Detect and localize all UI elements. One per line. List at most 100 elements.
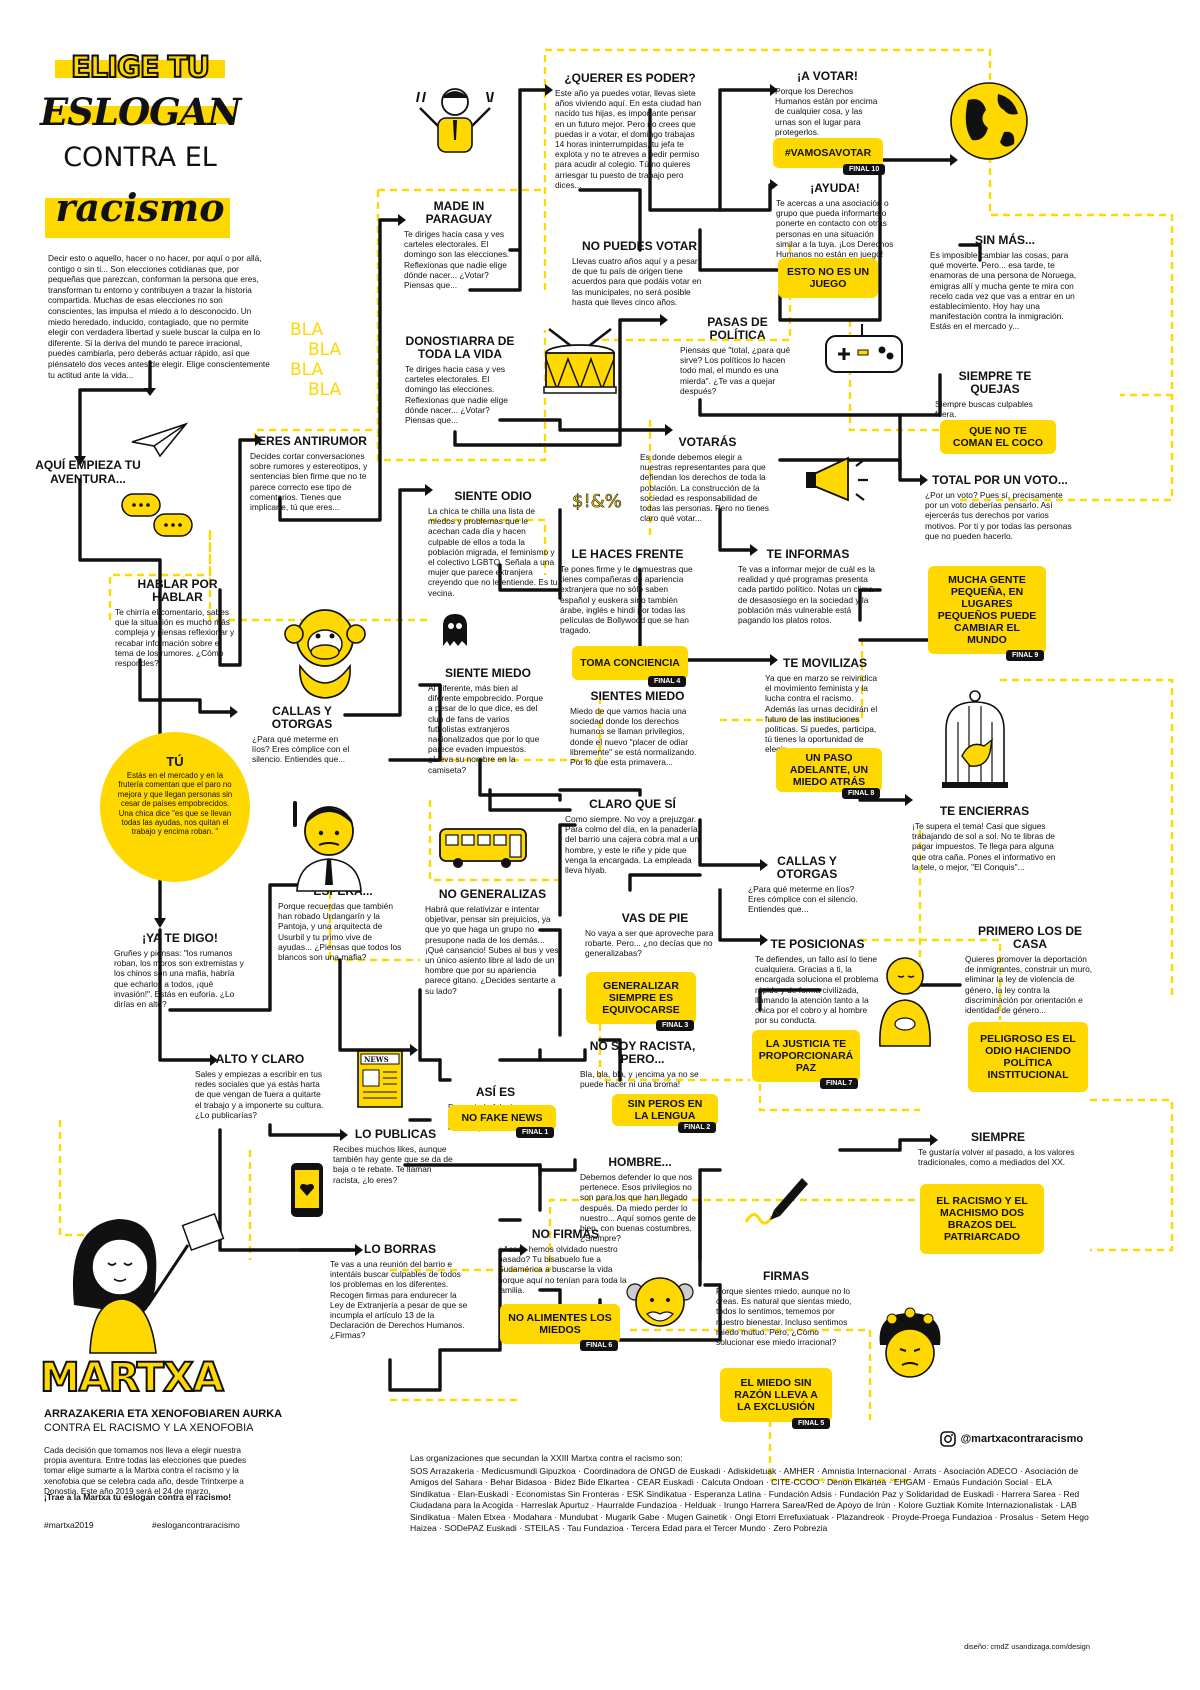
- node-body: Te acercas a una asociación o grupo que …: [776, 198, 894, 260]
- final-box-final-1[interactable]: NO FAKE NEWS: [448, 1105, 556, 1131]
- node-title: ASÍ ES: [475, 1085, 516, 1099]
- node-body: Porque sientes miedo, aunque no lo creas…: [716, 1286, 852, 1348]
- node-ya-te-digo[interactable]: ¡YA TE DIGO!Gruñes y piensas: "los ruman…: [114, 931, 246, 1010]
- node-title: ALTO Y CLARO: [215, 1052, 305, 1066]
- node-title: MADE IN PARAGUAY: [425, 199, 493, 226]
- node-body: Llevas cuatro años aquí y a pesar de que…: [572, 256, 702, 307]
- final-box-juego[interactable]: ESTO NO ES UN JUEGO: [778, 258, 878, 298]
- node-no-puedes-votar[interactable]: NO PUEDES VOTAR Llevas cuatro años aquí y…: [572, 240, 707, 307]
- bus-icon: [439, 828, 527, 868]
- node-body: Te pones firme y le demuestras que tiene…: [560, 564, 693, 636]
- node-total-por-un-voto[interactable]: TOTAL POR UN VOTO...¿Por un voto? Pues s…: [925, 474, 1075, 541]
- node-te-encierras[interactable]: TE ENCIERRAS ¡Te supera el tema! Casi que…: [912, 805, 1057, 872]
- node-title: ¡YA TE DIGO!: [142, 931, 218, 945]
- final-label: TOMA CONCIENCIA: [580, 657, 680, 669]
- node-ayuda[interactable]: ¡AYUDA!Te acercas a una asociación o gru…: [776, 182, 894, 260]
- instagram-block[interactable]: @martxacontraracismo: [940, 1430, 1083, 1448]
- node-no-firmas[interactable]: NO FIRMAS¿Acaso hemos olvidado nuestro p…: [498, 1228, 633, 1295]
- final-label: QUE NO TE COMAN EL COCO: [952, 425, 1044, 449]
- node-body: Te chirría el comentario, sabes que la s…: [115, 607, 235, 669]
- node-body: Decides cortar conversaciones sobre rumo…: [250, 451, 368, 513]
- hashtag-1: #martxa2019: [44, 1520, 94, 1530]
- final-box-final-6[interactable]: NO ALIMENTES LOS MIEDOS: [500, 1304, 620, 1344]
- node-body: Como siempre. No voy a prejuzgar. Para c…: [565, 814, 700, 876]
- final-box-peligroso[interactable]: PELIGROSO ES EL ODIO HACIENDO POLÍTICA I…: [968, 1022, 1088, 1092]
- node-body: Te gustaría volver al pasado, a los valo…: [918, 1147, 1075, 1168]
- node-body: Este año ya puedes votar, llevas siete a…: [555, 88, 702, 190]
- final-box-final-7[interactable]: LA JUSTICIA TE PROPORCIONARÁ PAZ: [752, 1030, 860, 1082]
- final-label: NO FAKE NEWS: [461, 1112, 543, 1124]
- node-title: LO PUBLICAS: [354, 1127, 437, 1141]
- node-title: FIRMAS: [763, 1269, 809, 1283]
- footer-text: Cada decisión que tomamos nos lleva a el…: [44, 1446, 247, 1496]
- brand-logo: MARTXA: [39, 1354, 225, 1402]
- node-title: TE POSICIONAS: [770, 937, 865, 951]
- final-tag: FINAL 10: [843, 164, 886, 175]
- node-te-posicionas[interactable]: TE POSICIONAS Te defiendes, un fallo así …: [755, 937, 880, 1026]
- final-box-final-5[interactable]: EL MIEDO SIN RAZÓN LLEVA A LA EXCLUSIÓN: [720, 1368, 832, 1422]
- megaphone-icon: [806, 456, 868, 502]
- final-box-patriarcado[interactable]: EL RACISMO Y EL MACHISMO DOS BRAZOS DEL …: [920, 1184, 1044, 1254]
- node-body: Porque los Derechos Humanos están por en…: [775, 86, 878, 137]
- final-box-final-9[interactable]: MUCHA GENTE PEQUEÑA, EN LUGARES PEQUEÑOS…: [928, 566, 1046, 654]
- final-box-final-10[interactable]: #VAMOSAVOTAR: [773, 138, 883, 168]
- node-title: NO PUEDES VOTAR: [581, 239, 698, 253]
- node-body: Habrá que relativizar e intentar objetiv…: [425, 904, 559, 996]
- node-hombre[interactable]: HOMBRE...Debemos defender lo que nos per…: [580, 1156, 700, 1244]
- drum-icon: [543, 327, 617, 394]
- title-line-1: ELIGE TU: [70, 49, 211, 85]
- node-body: Quieres promover la deportación de inmig…: [965, 954, 1093, 1016]
- node-title: CLARO QUE SÍ: [589, 797, 676, 811]
- node-title: TE INFORMAS: [766, 547, 850, 561]
- node-title: LO BORRAS: [364, 1242, 436, 1256]
- phone-heart-icon: [291, 1163, 323, 1217]
- node-querer-es-poder[interactable]: ¿QUERER ES PODER?Este año ya puedes vota…: [555, 72, 705, 190]
- node-a-votar[interactable]: ¡A VOTAR!Porque los Derechos Humanos est…: [775, 70, 880, 137]
- node-body: ¡Te supera el tema! Casi que sigues trab…: [912, 821, 1056, 872]
- final-box-final-2[interactable]: SIN PEROS EN LA LENGUA: [612, 1094, 718, 1126]
- final-label: GENERALIZAR SIEMPRE ES EQUIVOCARSE: [602, 980, 680, 1016]
- final-box-final-3[interactable]: GENERALIZAR SIEMPRE ES EQUIVOCARSE: [586, 972, 696, 1024]
- newspaper-icon: NEWS: [357, 1050, 403, 1108]
- woman-letter-icon: [72, 1213, 225, 1354]
- final-box-final-8[interactable]: UN PASO ADELANTE, UN MIEDO ATRÁS: [776, 748, 882, 792]
- node-sin-mas[interactable]: SIN MÁS...Es imposible cambiar las cosas…: [930, 234, 1080, 332]
- node-body: Te defiendes, un fallo así lo tiene cual…: [755, 954, 879, 1026]
- node-body: Porque recuerdas que también han robado …: [278, 901, 402, 963]
- final-tag: FINAL 4: [648, 676, 687, 687]
- node-callas-y-otorgas-1[interactable]: CALLAS Y OTORGAS¿Para qué meterme en lío…: [252, 705, 352, 765]
- node-firmas[interactable]: FIRMAS Porque sientes miedo, aunque no lo…: [716, 1269, 856, 1348]
- node-espera[interactable]: ESPERA...Porque recuerdas que también ha…: [278, 885, 408, 963]
- node-body: Debemos defender lo que nos pertenece. E…: [580, 1172, 696, 1244]
- node-title: SIENTE MIEDO: [444, 666, 531, 680]
- instagram-handle[interactable]: @martxacontraracismo: [960, 1432, 1084, 1445]
- node-claro-que-si[interactable]: CLARO QUE SÍ Como siempre. No voy a preju…: [565, 797, 700, 876]
- final-box-coco[interactable]: QUE NO TE COMAN EL COCO: [940, 420, 1056, 454]
- final-box-final-4[interactable]: TOMA CONCIENCIA: [572, 646, 688, 680]
- globe-icon: [950, 82, 1028, 160]
- node-body: Es donde debemos elegir a nuestras repre…: [640, 452, 769, 524]
- node-callas-y-otorgas-2[interactable]: CALLAS Y OTORGAS¿Para qué meterme en lío…: [748, 855, 866, 915]
- node-no-soy-racista[interactable]: NO SOY RACISTA, PERO...Bla, bla, bla, y …: [580, 1040, 705, 1090]
- node-title: TE ENCIERRAS: [939, 804, 1030, 818]
